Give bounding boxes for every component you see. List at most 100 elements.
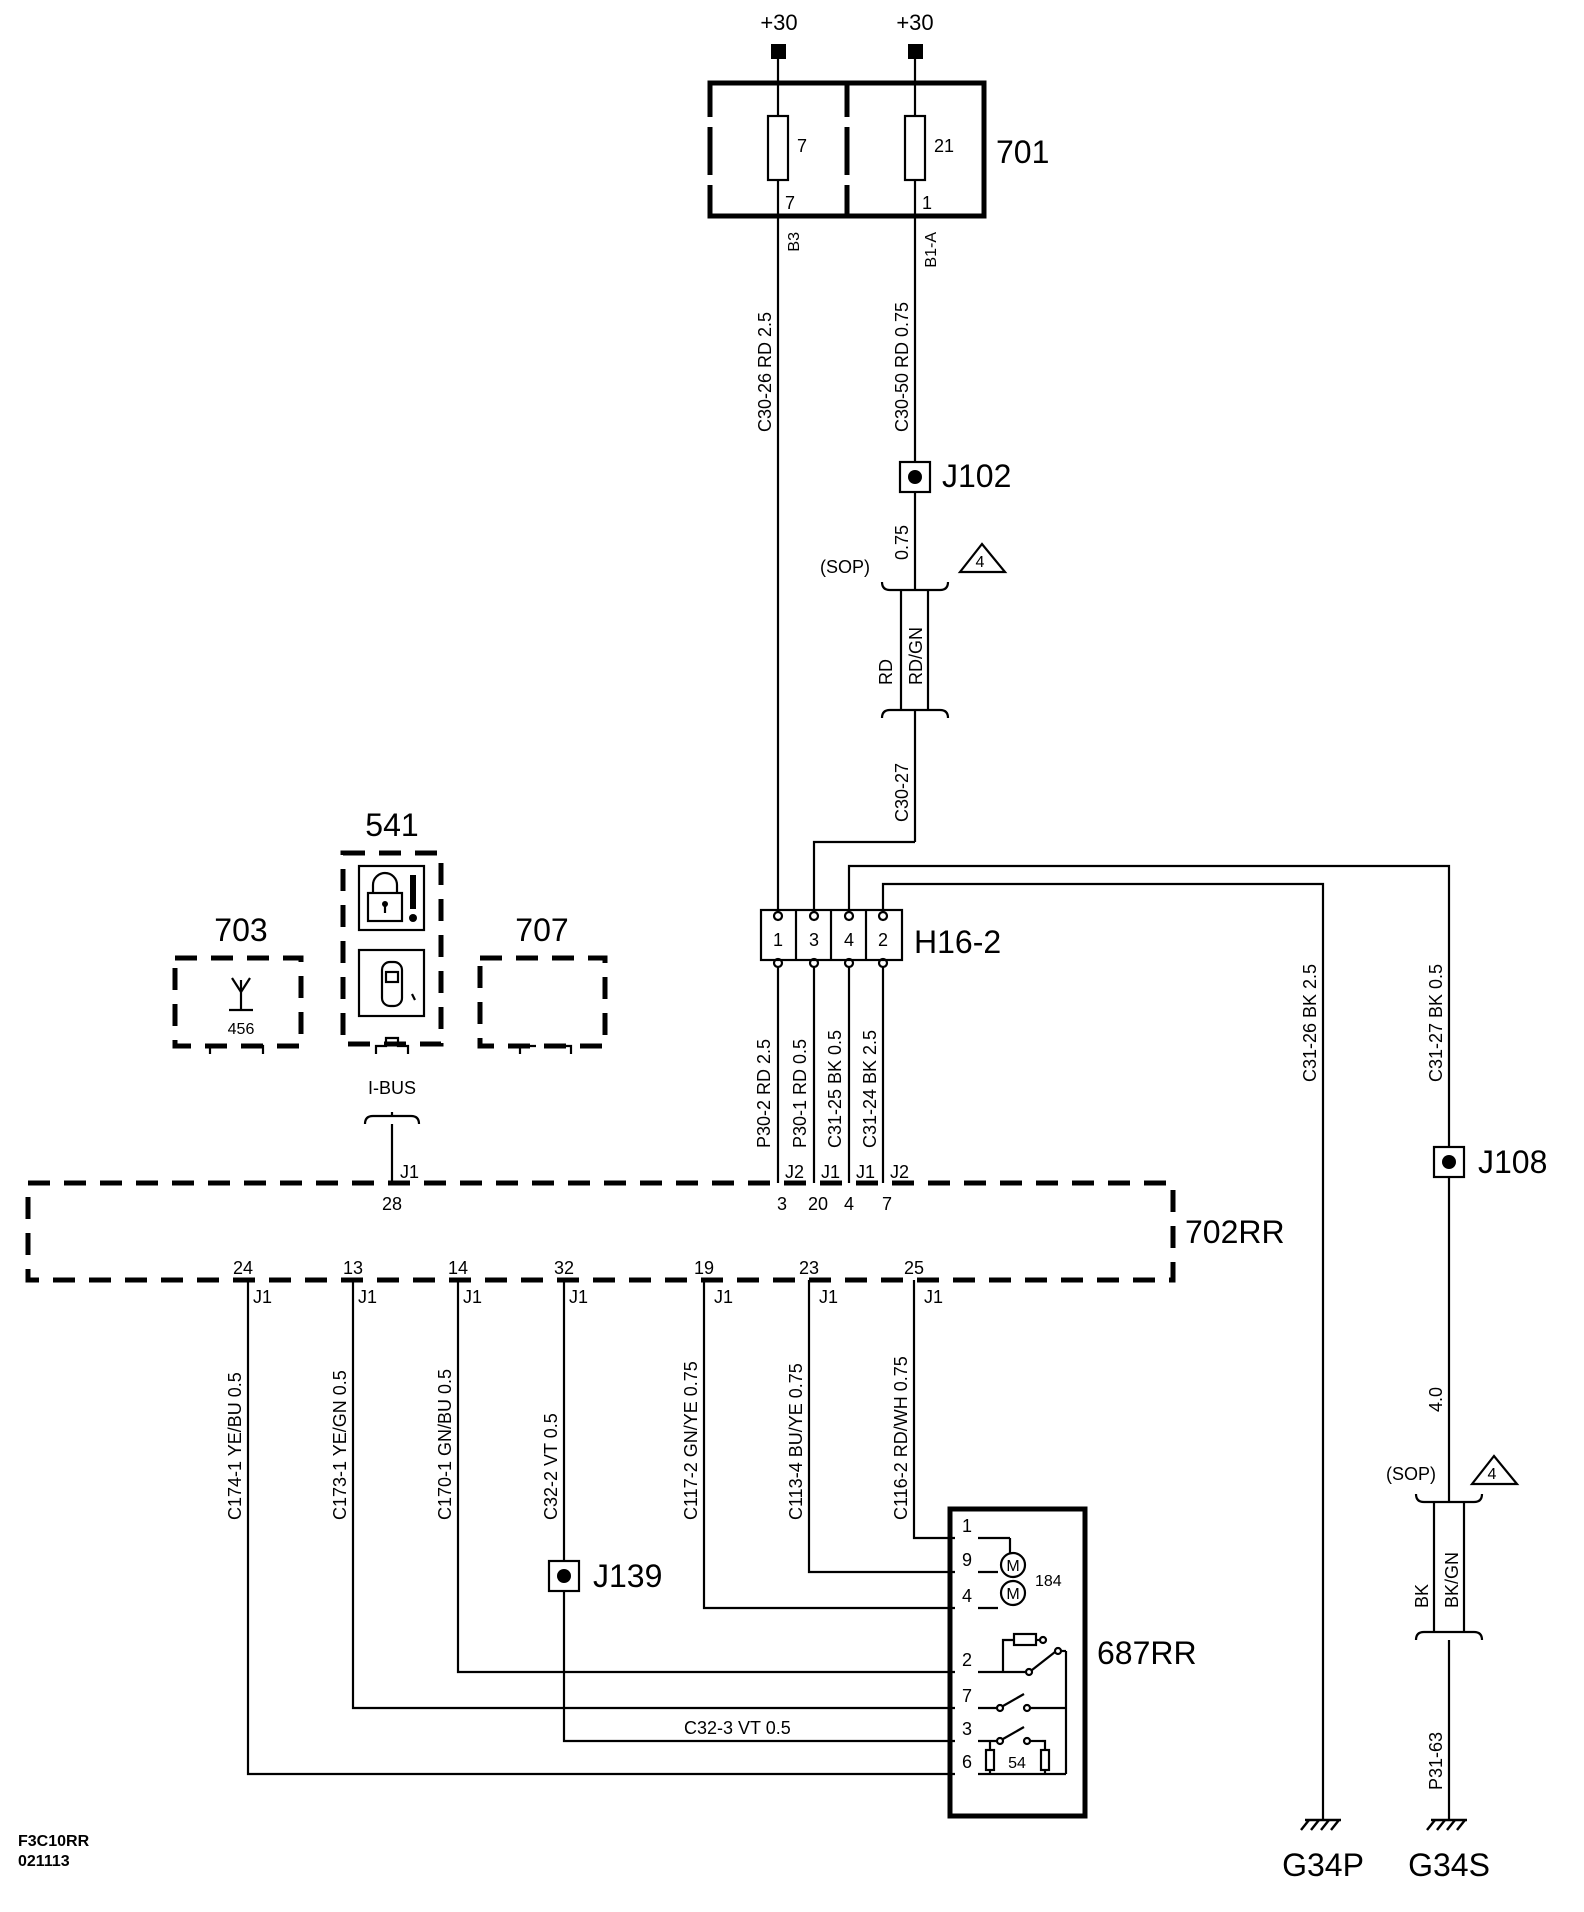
module-702-top-conn-4: J2 — [890, 1162, 909, 1182]
sop-label-2: (SOP) — [1386, 1464, 1436, 1484]
junction-j139-label: J139 — [593, 1558, 662, 1594]
wire-label-c31-27: C31-27 BK 0.5 — [1426, 964, 1446, 1082]
module-702-top-pin-4: 7 — [882, 1194, 892, 1214]
fuse-b-output: B1-A — [923, 232, 940, 268]
module-703-id: 703 — [214, 912, 267, 948]
unit-687rr-id: 687RR — [1097, 1635, 1197, 1671]
option-bracket-bottom-2 — [1414, 1630, 1484, 1641]
switch-icon — [978, 1632, 1066, 1677]
fuse-box-701: 7 7 21 1 701 B3 B1-A — [706, 80, 1049, 268]
module-702-bottom-pin-5: 23 — [799, 1258, 819, 1278]
connector-h16-id: H16-2 — [914, 924, 1001, 960]
supply-label-right: +30 — [896, 10, 933, 35]
motor-symbol-1: M — [1006, 1558, 1019, 1575]
junction-j102: J102 — [898, 458, 1011, 494]
fuse-21-icon — [903, 114, 927, 182]
unit-687-pin-3: 3 — [962, 1719, 972, 1739]
module-702-bottom-conn-6: J1 — [924, 1287, 943, 1307]
module-702-bottom-pin-0: 24 — [233, 1258, 253, 1278]
fuse-b-pin: 1 — [922, 193, 932, 213]
module-702-bottom-conn-2: J1 — [463, 1287, 482, 1307]
junction-j108: J108 — [1432, 1144, 1547, 1180]
ground-g34s-label: G34S — [1408, 1847, 1490, 1883]
wire-label-bkgn: BK/GN — [1442, 1552, 1462, 1608]
module-702-top-conn-0: J1 — [400, 1162, 419, 1182]
module-702-top-conn-2: J1 — [821, 1162, 840, 1182]
wire-label-c113-4: C113-4 BU/YE 0.75 — [786, 1363, 806, 1520]
sop-label-1: (SOP) — [820, 557, 870, 577]
wire-label-c174-1: C174-1 YE/BU 0.5 — [225, 1372, 245, 1520]
ground-g34p-icon — [1300, 1818, 1341, 1831]
junction-j139: J139 — [547, 1558, 662, 1594]
unit-687-pin-1: 1 — [962, 1516, 972, 1536]
switch-icon — [978, 1693, 1066, 1713]
h16-pin-3: 3 — [809, 930, 819, 950]
module-702-bottom-conn-3: J1 — [569, 1287, 588, 1307]
module-703-number: 456 — [228, 1021, 255, 1038]
wire-label-j102-down: 0.75 — [892, 525, 912, 560]
h16-pin-4: 4 — [844, 930, 854, 950]
fuse-b-number: 21 — [934, 136, 954, 156]
switch-icon — [978, 1726, 1042, 1746]
module-702-bottom-conn-0: J1 — [253, 1287, 272, 1307]
fuse-a-number: 7 — [797, 136, 807, 156]
module-707: 707 — [477, 912, 608, 1054]
fuse-a-pin: 7 — [785, 193, 795, 213]
ground-g34p-label: G34P — [1282, 1847, 1364, 1883]
supply-terminal-right: +30 — [896, 10, 934, 83]
module-702-bottom-pin-3: 32 — [554, 1258, 574, 1278]
module-541-id: 541 — [365, 807, 418, 843]
wire-label-p30-2: P30-2 RD 2.5 — [754, 1039, 774, 1148]
vehicle-icon — [357, 948, 426, 1018]
resistor-id: 54 — [1008, 1755, 1026, 1772]
module-703: 703 456 — [172, 912, 304, 1054]
wire-label-c173-1: C173-1 YE/GN 0.5 — [330, 1370, 350, 1520]
unit-687-pin-2: 2 — [962, 1650, 972, 1670]
wire-label-c170-1: C170-1 GN/BU 0.5 — [435, 1369, 455, 1520]
module-702-top-conn-1: J2 — [785, 1162, 804, 1182]
antenna-icon — [229, 977, 253, 1012]
module-702-bottom-pin-6: 25 — [904, 1258, 924, 1278]
module-702-top-pin-0: 28 — [382, 1194, 402, 1214]
wire-c31-26 — [881, 882, 1325, 1820]
module-541: 541 I-BUS — [340, 807, 444, 1098]
note-triangle-number-1: 4 — [976, 554, 985, 571]
unit-687-pin-7: 7 — [962, 1686, 972, 1706]
resistor-icon — [1039, 1739, 1051, 1774]
wire-label-c116-2: C116-2 RD/WH 0.75 — [891, 1356, 911, 1520]
unit-687-pin-4: 4 — [962, 1586, 972, 1606]
wire-label-c32-3: C32-3 VT 0.5 — [684, 1718, 791, 1738]
fuse-7-icon — [766, 114, 790, 182]
motor-id: 184 — [1035, 1573, 1062, 1590]
fuse-a-output: B3 — [786, 232, 803, 252]
module-702-top-pin-2: 20 — [808, 1194, 828, 1214]
wire-label-c117-2: C117-2 GN/YE 0.75 — [681, 1361, 701, 1520]
motor-icon: M — [999, 1579, 1027, 1607]
module-702rr-id: 702RR — [1185, 1214, 1285, 1250]
h16-pin-2: 2 — [878, 930, 888, 950]
connector-h16-2: 1 3 4 2 H16-2 — [759, 908, 1001, 969]
wire-label-rdgn: RD/GN — [906, 627, 926, 685]
module-541-bus: I-BUS — [368, 1078, 416, 1098]
motor-symbol-2: M — [1006, 1586, 1019, 1603]
module-702-bottom-conn-5: J1 — [819, 1287, 838, 1307]
wire-label-c32-2: C32-2 VT 0.5 — [541, 1413, 561, 1520]
ibus-connector-icon — [374, 1036, 410, 1054]
wire-label-c30-50: C30-50 RD 0.75 — [892, 302, 912, 432]
module-702-bottom-conn-4: J1 — [714, 1287, 733, 1307]
supply-terminal-left: +30 — [760, 10, 798, 83]
wire-label-c30-27: C30-27 — [892, 763, 912, 822]
wire-label-c31-25: C31-25 BK 0.5 — [825, 1030, 845, 1148]
note-triangle-number-2: 4 — [1488, 1466, 1497, 1483]
wire-label-rd: RD — [876, 659, 896, 685]
module-702-bottom-pin-4: 19 — [694, 1258, 714, 1278]
unit-687-pin-9: 9 — [962, 1550, 972, 1570]
module-702-bottom-conn-1: J1 — [358, 1287, 377, 1307]
module-702-top-pin-3: 4 — [844, 1194, 854, 1214]
module-702-top-pin-1: 3 — [777, 1194, 787, 1214]
note-triangle-icon: 4 — [1469, 1454, 1520, 1486]
module-702-top-conn-3: J1 — [856, 1162, 875, 1182]
junction-j108-label: J108 — [1478, 1144, 1547, 1180]
diagram-code: F3C10RR — [18, 1833, 90, 1850]
junction-j102-label: J102 — [942, 458, 1011, 494]
